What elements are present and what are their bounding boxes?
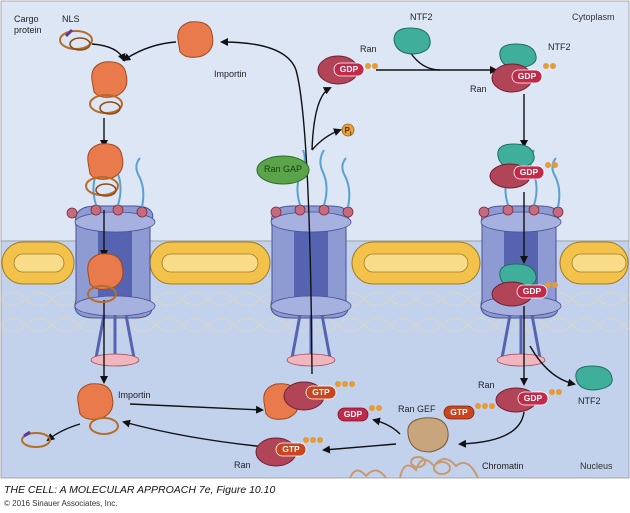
arrow-importin-recycle bbox=[122, 41, 177, 62]
ntf2-ran-complex-pore-mid bbox=[491, 263, 558, 307]
ran-gap bbox=[256, 155, 310, 185]
gtp-pill-small: GTP bbox=[450, 407, 468, 417]
importin-label-bottom: Importin bbox=[118, 390, 151, 400]
cargo-protein-label: Cargo protein bbox=[14, 14, 42, 35]
ran-label-right: Ran bbox=[478, 380, 495, 390]
gdp-pill-complex: GDP bbox=[517, 71, 537, 81]
arrow-gef-loop bbox=[372, 417, 401, 435]
figure-caption-title: THE CELL: A MOLECULAR APPROACH 7e, Figur… bbox=[4, 484, 276, 496]
gdp-pill-pore-top: GDP bbox=[519, 167, 539, 177]
arrow-ntf2-curve bbox=[409, 51, 441, 71]
gdp-pill-small: GDP bbox=[343, 409, 363, 419]
nuclear-envelope bbox=[1, 241, 629, 285]
gdp-small bbox=[337, 405, 382, 422]
importin-cargo-complex-2 bbox=[85, 143, 124, 197]
nls-label: NLS bbox=[62, 14, 80, 24]
ran-label-top: Ran bbox=[360, 44, 377, 54]
cargo-protein bbox=[59, 28, 93, 51]
ntf2-free-top bbox=[393, 27, 431, 55]
gdp-pill-top: GDP bbox=[339, 64, 359, 74]
importin-free-top bbox=[177, 21, 214, 58]
gdp-pill-pore-mid: GDP bbox=[522, 286, 542, 296]
importin-cargo-in-pore bbox=[87, 253, 124, 303]
ntf2-label-complex: NTF2 bbox=[548, 42, 571, 52]
arrow-export-importin bbox=[220, 38, 313, 375]
ran-label-bottom: Ran bbox=[234, 460, 251, 470]
chromatin-label: Chromatin bbox=[482, 461, 524, 471]
ran-gef bbox=[407, 417, 449, 453]
gtp-pill-importin: GTP bbox=[312, 387, 330, 397]
arrow-export-ran bbox=[311, 87, 332, 151]
gtp-pill-bottom: GTP bbox=[282, 444, 300, 454]
arrow-ran-gdp-to-gef bbox=[458, 411, 525, 448]
importin-cargo-complex-1 bbox=[89, 61, 128, 115]
ntf2-label-top: NTF2 bbox=[410, 12, 433, 22]
gdp-pill-nucleus: GDP bbox=[523, 393, 543, 403]
arrow-ran-gtp-to-importin bbox=[122, 419, 277, 449]
released-cargo bbox=[21, 430, 51, 448]
arrow-importin-to-ran-gtp bbox=[129, 403, 264, 414]
ntf2-ran-complex-pore-top bbox=[489, 143, 558, 189]
ran-gtp-bottom bbox=[255, 437, 323, 467]
pathway-arrows bbox=[46, 38, 576, 454]
ran-gap-label: Ran GAP bbox=[263, 164, 303, 174]
arrow-ntf2-release bbox=[529, 345, 576, 387]
ntf2-label-right: NTF2 bbox=[578, 396, 601, 406]
ran-gef-label: Ran GEF bbox=[398, 404, 436, 414]
ntf2-ran-complex-top bbox=[491, 43, 556, 93]
ntf2-free-right bbox=[575, 365, 613, 391]
phosphate-label: Pi bbox=[344, 126, 352, 138]
nucleus-label: Nucleus bbox=[580, 461, 613, 471]
arrow-pi-release bbox=[311, 128, 342, 151]
ran-gdp-top bbox=[317, 55, 378, 85]
arrow-gef-to-ran-gtp bbox=[322, 443, 397, 454]
ran-gdp-nucleus bbox=[495, 387, 562, 413]
phosphate bbox=[341, 123, 355, 137]
ran-label-complex: Ran bbox=[470, 84, 487, 94]
figure-caption-copyright: © 2016 Sinauer Associates, Inc. bbox=[4, 499, 118, 508]
chromatin-fiber bbox=[349, 456, 479, 479]
importin-cargo-nucleus bbox=[77, 383, 119, 435]
importin-label-top: Importin bbox=[214, 69, 247, 79]
cytoplasm-label: Cytoplasm bbox=[572, 12, 615, 22]
gtp-small bbox=[443, 403, 495, 420]
importin-ran-gtp-complex bbox=[263, 381, 355, 420]
